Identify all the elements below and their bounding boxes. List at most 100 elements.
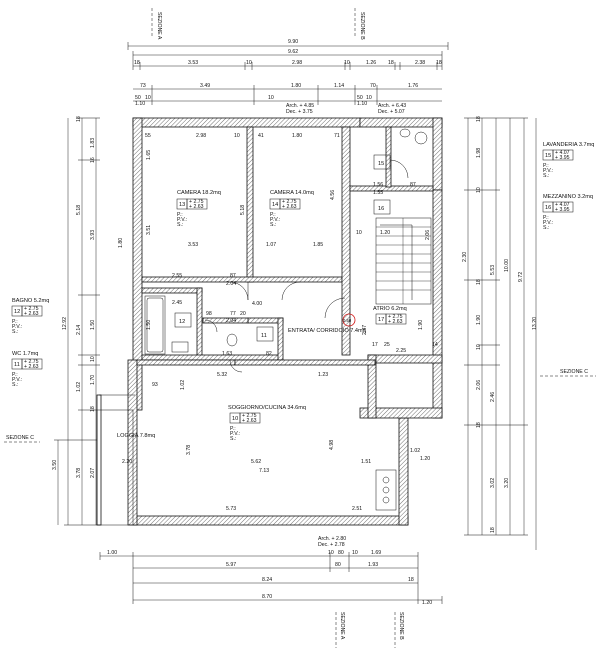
idim-31: 4.98 <box>329 440 335 450</box>
idim-48: 25 <box>384 342 390 348</box>
room-lavanderia: LAVANDERIA 3.7mq 15 + 4.07 + 3.95 P.: P.… <box>542 142 594 179</box>
dim-bottom-r2-1: 80 <box>335 562 341 568</box>
dim-left-6: 2.14 <box>76 325 82 335</box>
idim-51: 1.50 <box>146 320 152 330</box>
idim-35: 1.51 <box>361 459 371 465</box>
right-dim-labels: 18 1.98 10 2.30 5.53 18 1.90 10 2.06 18 … <box>462 116 538 533</box>
interior-walls <box>136 126 434 366</box>
room-name: CAMERA 14.0mq <box>270 190 314 196</box>
dim-bottom-r4-1: 1.20 <box>422 600 432 606</box>
idim-2: 10 <box>234 133 240 139</box>
room-pv: P.V.: <box>270 217 280 223</box>
room-pv: P.V.: <box>543 168 553 174</box>
idim-29: 5.62 <box>251 459 261 465</box>
room-h1: + 2.75 <box>388 314 403 320</box>
idim-42: 10 <box>356 230 362 236</box>
room-name: MEZZANINO 3.2mq <box>543 194 593 200</box>
room-h1: + 4.07 <box>555 202 570 208</box>
dim-bottom-r2-2: 1.93 <box>368 562 378 568</box>
idim-41: 2.06 <box>425 230 431 240</box>
dim-right-11: 10.00 <box>504 259 510 272</box>
dim-bottom-r1-2: 80 <box>338 550 344 556</box>
interior-dimension-labels: 55 2.98 10 41 1.80 71 1.65 3.51 5.18 4.5… <box>118 133 438 512</box>
dim-top-row3: 18 3.53 10 2.98 10 1.26 18 2.38 18 <box>134 60 442 66</box>
section-label-b-bottom: SEZIONE B <box>398 612 404 640</box>
idim-28: 2.20 <box>122 459 132 465</box>
room-pv: P.V.: <box>12 377 22 383</box>
dim-top-r4-2: 1.80 <box>291 83 301 89</box>
room-p: P.: <box>12 319 18 325</box>
dim-top-r5-6: 1.10 <box>357 101 367 107</box>
room-number: 16 <box>545 205 551 211</box>
idim-8: 5.18 <box>240 205 246 215</box>
room-h2: + 3.95 <box>555 155 570 161</box>
room-s: S.: <box>270 222 276 228</box>
room-wc: WC 1.7mq 11 + 2.75 + 2.63 P.: P.V.: S.: <box>11 351 43 388</box>
room-pv: P.V.: <box>177 217 187 223</box>
dim-top-r3-1: 3.53 <box>188 60 198 66</box>
dim-top-row4: 73 3.49 1.80 1.14 70 1.76 <box>140 83 418 89</box>
dim-left-13: 3.78 <box>76 468 82 478</box>
dim-left-12: 3.50 <box>52 460 58 470</box>
dim-top-total: 9.90 <box>288 39 298 45</box>
section-marker-b-bottom: SEZIONE B <box>394 612 404 648</box>
section-marker-c-right: SEZIONE C <box>540 369 596 377</box>
room-pv: P.V.: <box>543 220 553 226</box>
idim-38: 1.56 <box>373 182 383 188</box>
idim-19: 77 <box>230 311 236 317</box>
idim-15: 2.04 <box>226 281 236 287</box>
door-swings <box>204 159 409 373</box>
top-dimension-chains <box>127 42 449 105</box>
idim-40: 1.55 <box>373 190 383 196</box>
dim-bottom-r1-0: 1.00 <box>107 550 117 556</box>
idim-24: 5.32 <box>217 372 227 378</box>
dim-top-r4-5: 1.76 <box>408 83 418 89</box>
dim-top-r5-5: 10 <box>366 95 372 101</box>
section-label-c-right: SEZIONE C <box>560 369 588 375</box>
dim-bottom-r1-3: 10 <box>352 550 358 556</box>
arch-note-1: Arch. + 4.85 <box>286 103 314 109</box>
arch-note-5: Arch. + 2.80 <box>318 536 346 542</box>
idim-33: 5.73 <box>226 506 236 512</box>
dim-right-6: 1.90 <box>476 315 482 325</box>
left-dimension-chains <box>54 117 100 526</box>
idim-37: 1.20 <box>420 456 430 462</box>
room-name: SOGGIORNO/CUCINA 34.6mq <box>228 405 306 411</box>
room-number: 10 <box>232 416 238 422</box>
dim-top-r3-8: 18 <box>436 60 442 66</box>
room-name: ATRIO 6.2mq <box>373 306 407 312</box>
room-s: S.: <box>177 222 183 228</box>
dim-left-9: 1.70 <box>90 375 96 385</box>
dim-top-r5-3: 10 <box>268 95 274 101</box>
idim-45: 2.25 <box>396 348 406 354</box>
dim-left-14: 2.07 <box>90 468 96 478</box>
room-h1: + 2.75 <box>282 199 297 205</box>
interior-room-numbers: 12 11 15 16 <box>174 154 391 342</box>
exterior-walls <box>96 117 443 526</box>
section-label-c-left: SEZIONE C <box>6 435 34 441</box>
arch-note-2: Dec. + 3.75 <box>286 109 313 115</box>
room-name: ENTRATA/ CORRIDOIO 7.4mq <box>288 328 366 334</box>
arch-note-3: Arch. + 6.43 <box>378 103 406 109</box>
dim-right-5: 18 <box>476 279 482 285</box>
idim-25: 1.23 <box>318 372 328 378</box>
dim-top-r4-0: 73 <box>140 83 146 89</box>
room-name: CAMERA 18.2mq <box>177 190 221 196</box>
dim-right-2: 10 <box>476 187 482 193</box>
room-pv: P.V.: <box>12 324 22 330</box>
room-p: P.: <box>543 215 549 221</box>
room-name: LOGGIA 7.8mq <box>117 433 155 439</box>
dim-right-12: 9.72 <box>518 272 524 282</box>
idim-23: 1.63 <box>222 351 232 357</box>
room-number: 13 <box>179 202 185 208</box>
room-s: S.: <box>230 436 236 442</box>
idim-13: 2.55 <box>172 273 182 279</box>
idim-4: 1.80 <box>292 133 302 139</box>
room-number: 17 <box>378 317 384 323</box>
room-entrata: ENTRATA/ CORRIDOIO 7.4mq <box>288 328 366 334</box>
room-h1: + 2.75 <box>242 413 257 419</box>
dim-right-16: 18 <box>490 527 496 533</box>
idim-0: 55 <box>145 133 151 139</box>
dim-top-r3-5: 1.26 <box>366 60 376 66</box>
room-h1: + 2.75 <box>24 306 39 312</box>
